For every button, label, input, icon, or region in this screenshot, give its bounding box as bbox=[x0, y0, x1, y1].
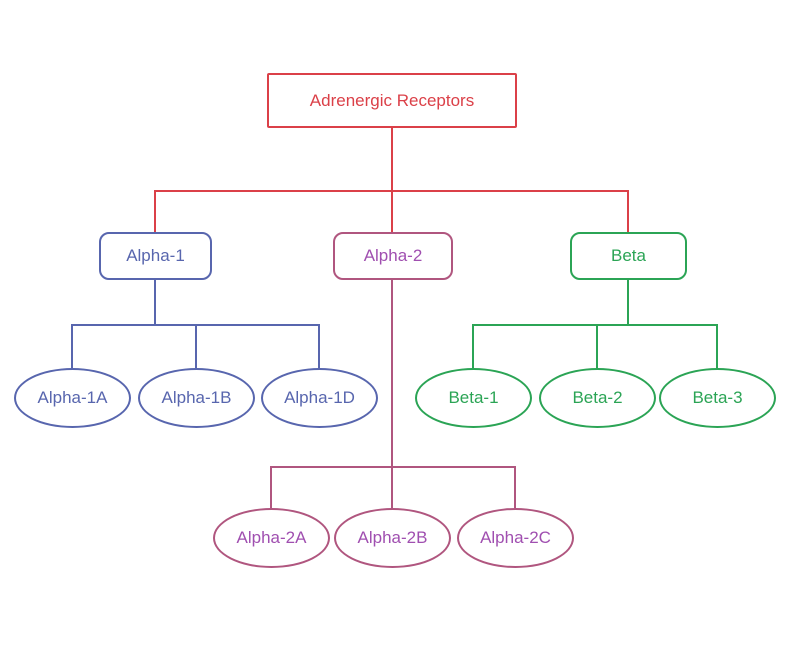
node-alpha-2a: Alpha-2A bbox=[213, 508, 330, 568]
node-label: Beta-1 bbox=[448, 388, 499, 407]
node-label: Alpha-1B bbox=[161, 388, 232, 407]
node-beta: Beta bbox=[570, 232, 687, 280]
node-alpha-2c: Alpha-2C bbox=[457, 508, 574, 568]
node-beta-3: Beta-3 bbox=[659, 368, 776, 428]
node-label: Alpha-2 bbox=[363, 246, 423, 265]
connector-drop-beta bbox=[627, 190, 629, 232]
connector-drop-beta1 bbox=[472, 324, 474, 368]
node-beta-1: Beta-1 bbox=[415, 368, 532, 428]
connector-beta-vertical bbox=[627, 280, 629, 326]
connector-alpha1-vertical bbox=[154, 280, 156, 326]
connector-drop-alpha1d bbox=[318, 324, 320, 368]
connector-drop-alpha2a bbox=[270, 466, 272, 508]
node-alpha-2: Alpha-2 bbox=[333, 232, 453, 280]
node-alpha-1d: Alpha-1D bbox=[261, 368, 378, 428]
node-alpha-1: Alpha-1 bbox=[99, 232, 212, 280]
connector-alpha2-vertical bbox=[391, 280, 393, 508]
connector-drop-alpha1b bbox=[195, 324, 197, 368]
connector-drop-alpha1 bbox=[154, 190, 156, 232]
node-adrenergic-receptors: Adrenergic Receptors bbox=[267, 73, 517, 128]
node-label: Alpha-2C bbox=[480, 528, 551, 547]
connector-drop-alpha2c bbox=[514, 466, 516, 508]
node-alpha-2b: Alpha-2B bbox=[334, 508, 451, 568]
node-label: Beta-2 bbox=[572, 388, 623, 407]
connector-drop-alpha1a bbox=[71, 324, 73, 368]
connector-drop-beta3 bbox=[716, 324, 718, 368]
node-label: Alpha-1A bbox=[37, 388, 108, 407]
node-label: Beta bbox=[611, 246, 646, 265]
node-label: Adrenergic Receptors bbox=[309, 90, 475, 110]
node-label: Alpha-2A bbox=[236, 528, 307, 547]
connector-root-vertical bbox=[391, 128, 393, 191]
node-label: Beta-3 bbox=[692, 388, 743, 407]
connector-alpha2-horizontal bbox=[270, 466, 516, 468]
connector-beta-horizontal bbox=[472, 324, 718, 326]
node-label: Alpha-1 bbox=[126, 246, 185, 265]
node-alpha-1a: Alpha-1A bbox=[14, 368, 131, 428]
node-label: Alpha-2B bbox=[357, 528, 428, 547]
connector-drop-alpha2 bbox=[391, 190, 393, 232]
node-beta-2: Beta-2 bbox=[539, 368, 656, 428]
node-label: Alpha-1D bbox=[284, 388, 355, 407]
node-alpha-1b: Alpha-1B bbox=[138, 368, 255, 428]
connector-drop-beta2 bbox=[596, 324, 598, 368]
